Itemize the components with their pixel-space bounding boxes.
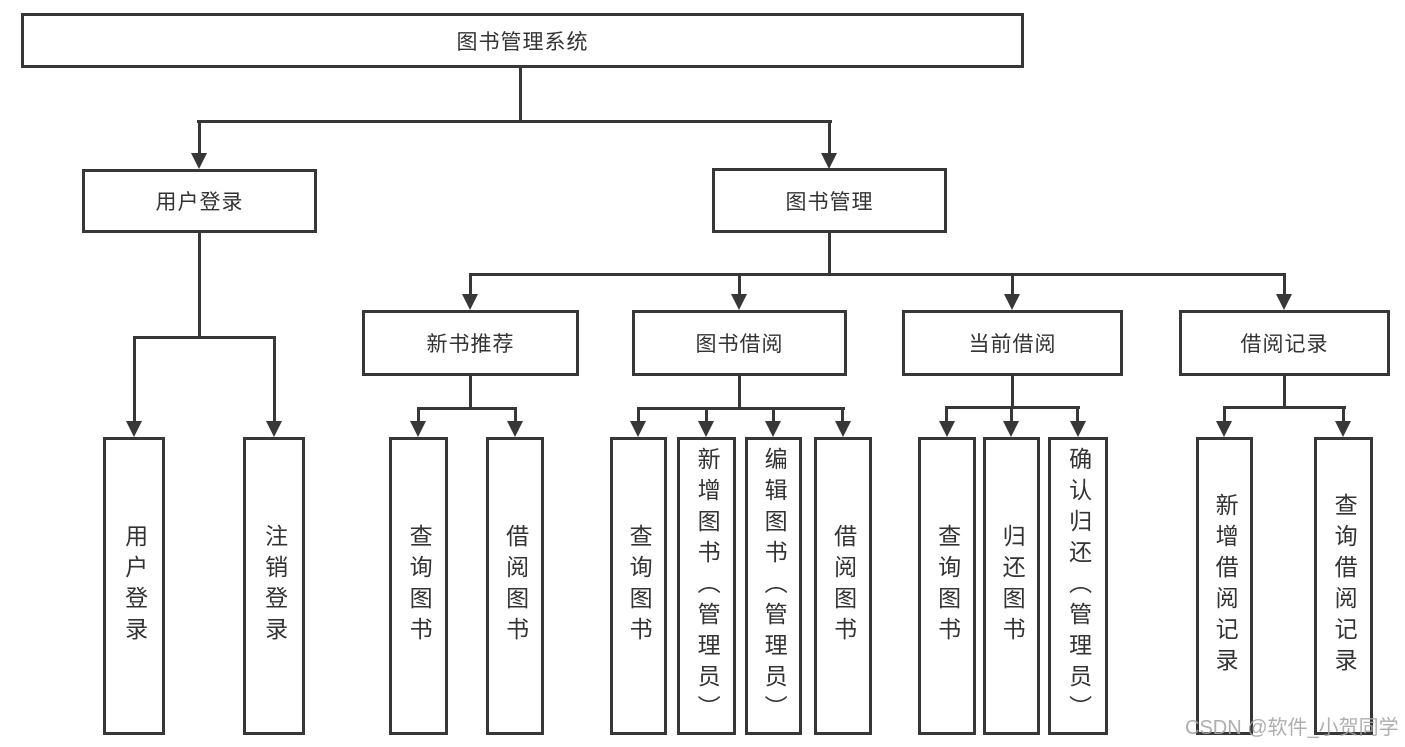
- arrowhead-down-icon: [1216, 421, 1232, 437]
- connector-line: [469, 273, 472, 295]
- arrowhead-down-icon: [765, 421, 781, 437]
- connector-line: [841, 407, 844, 422]
- node-current-borrow: 当前借阅: [902, 310, 1123, 376]
- arrowhead-down-icon: [507, 421, 523, 437]
- leaf-label: 借阅图书: [502, 524, 529, 648]
- leaf-query-borrow-record: 查询借阅记录: [1314, 437, 1373, 735]
- arrowhead-down-icon: [126, 421, 142, 437]
- connector-line: [133, 336, 136, 421]
- connector-line: [738, 376, 741, 409]
- connector-line: [1011, 273, 1014, 295]
- connector-line: [1283, 376, 1286, 409]
- connector-line: [417, 407, 420, 422]
- connector-line: [1283, 273, 1286, 295]
- connector-line: [1342, 406, 1345, 422]
- leaf-edit-book-admin: 编辑图书（管理员）: [745, 437, 802, 735]
- connector-line: [828, 120, 831, 154]
- leaf-label: 归还图书: [999, 524, 1026, 648]
- leaf-add-book-admin: 新增图书（管理员）: [677, 437, 736, 735]
- arrowhead-down-icon: [1335, 421, 1351, 437]
- leaf-borrow-book-1: 借阅图书: [486, 437, 544, 735]
- connector-line: [828, 233, 831, 276]
- connector-line: [705, 407, 708, 422]
- leaf-return-book: 归还图书: [983, 437, 1040, 735]
- arrowhead-down-icon: [1004, 294, 1020, 310]
- leaf-query-book-1: 查询图书: [389, 437, 448, 735]
- leaf-label: 新增图书（管理员）: [694, 446, 721, 726]
- leaf-borrow-book-2: 借阅图书: [814, 437, 872, 735]
- connector-line: [637, 407, 845, 410]
- connector-line: [133, 336, 276, 339]
- leaf-query-book-3: 查询图书: [918, 437, 976, 735]
- leaf-label: 查询图书: [406, 524, 433, 648]
- connector-line: [469, 376, 472, 409]
- leaf-label: 注销登录: [261, 524, 288, 648]
- connector-line: [198, 120, 201, 154]
- arrowhead-down-icon: [731, 294, 747, 310]
- arrowhead-down-icon: [1003, 421, 1019, 437]
- arrowhead-down-icon: [630, 421, 646, 437]
- connector-line: [1010, 406, 1013, 422]
- connector-line: [519, 66, 522, 123]
- arrowhead-down-icon: [821, 153, 837, 169]
- connector-line: [772, 407, 775, 422]
- leaf-label: 查询图书: [626, 524, 653, 648]
- connector-line: [1223, 406, 1226, 422]
- leaf-label: 新增借阅记录: [1212, 493, 1239, 679]
- arrowhead-down-icon: [698, 421, 714, 437]
- leaf-label: 查询图书: [934, 524, 961, 648]
- arrowhead-down-icon: [1070, 421, 1086, 437]
- leaf-label: 编辑图书（管理员）: [761, 446, 788, 726]
- arrowhead-down-icon: [462, 294, 478, 310]
- leaf-query-book-2: 查询图书: [610, 437, 667, 735]
- node-user-login: 用户登录: [82, 169, 317, 233]
- leaf-label: 用户登录: [121, 524, 148, 648]
- connector-line: [945, 406, 948, 422]
- connector-line: [637, 407, 640, 422]
- connector-line: [738, 273, 741, 295]
- connector-line: [273, 336, 276, 421]
- connector-line: [1011, 376, 1014, 409]
- leaf-logout: 注销登录: [243, 437, 305, 735]
- connector-line: [417, 407, 517, 410]
- connector-line: [198, 231, 201, 339]
- leaf-label: 查询借阅记录: [1331, 493, 1358, 679]
- arrowhead-down-icon: [835, 421, 851, 437]
- connector-line: [469, 273, 1286, 276]
- connector-line: [197, 120, 832, 123]
- node-root-system: 图书管理系统: [21, 13, 1024, 68]
- connector-line: [514, 407, 517, 422]
- node-book-borrow: 图书借阅: [632, 310, 847, 376]
- node-borrow-records: 借阅记录: [1179, 310, 1390, 376]
- arrowhead-down-icon: [939, 421, 955, 437]
- leaf-add-borrow-record: 新增借阅记录: [1196, 437, 1253, 735]
- node-book-management: 图书管理: [712, 168, 947, 233]
- leaf-label: 借阅图书: [830, 524, 857, 648]
- connector-line: [1076, 406, 1079, 422]
- connector-line: [1223, 406, 1346, 409]
- arrowhead-down-icon: [266, 421, 282, 437]
- arrowhead-down-icon: [1276, 294, 1292, 310]
- leaf-label: 确认归还（管理员）: [1065, 446, 1092, 726]
- node-new-book-recommend: 新书推荐: [362, 310, 579, 376]
- arrowhead-down-icon: [191, 153, 207, 169]
- leaf-user-login: 用户登录: [103, 437, 165, 735]
- arrowhead-down-icon: [410, 421, 426, 437]
- leaf-confirm-return-admin: 确认归还（管理员）: [1048, 437, 1108, 735]
- csdn-watermark: CSDN @软件_小贺同学: [1185, 717, 1399, 739]
